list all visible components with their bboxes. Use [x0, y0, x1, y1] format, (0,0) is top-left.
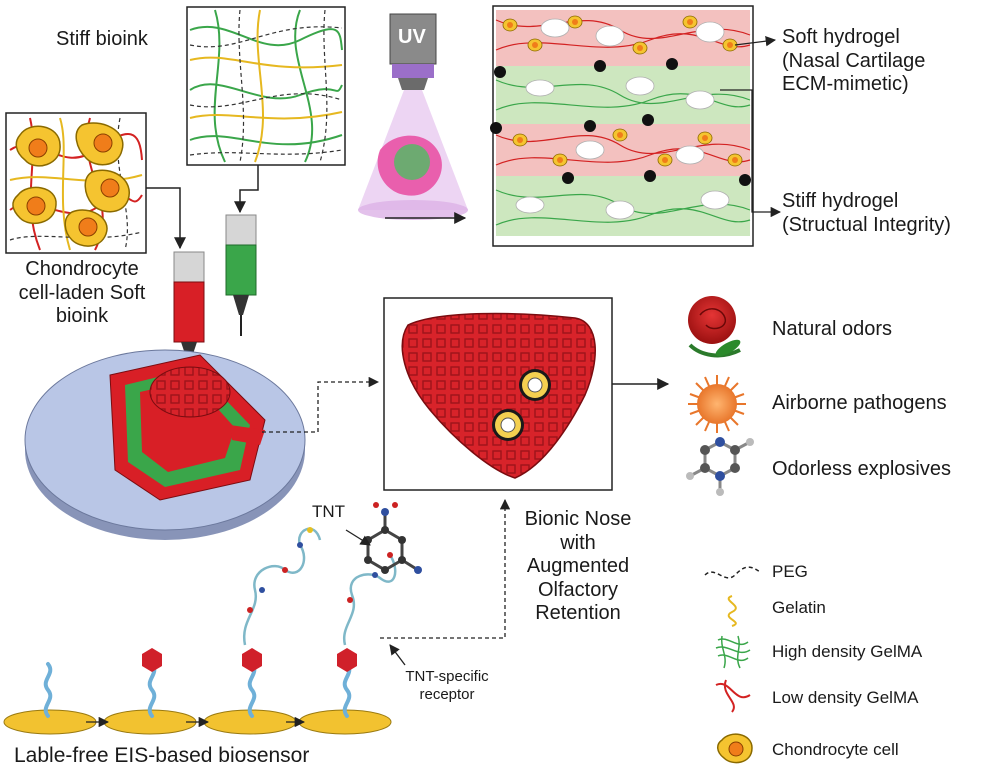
natural-odors-label: Natural odors — [772, 318, 893, 340]
stiff-bioink-label: Stiff bioink — [56, 28, 148, 50]
tnt-receptor-label: TNT-specific receptor — [392, 668, 502, 703]
soft-hydrogel-arrow — [734, 36, 777, 47]
uv-label: UV — [398, 26, 426, 48]
bionic-nose-box — [383, 297, 613, 491]
soft-hydrogel-label-line2: (Nasal Cartilage — [782, 49, 926, 72]
pathogen-icon — [688, 375, 746, 433]
soft-bioink-label: Chondrocyte cell-laden Soft bioink — [2, 258, 162, 329]
legend-label-peg: PEG — [772, 562, 808, 581]
soft-bioink-label-line3: bioink — [55, 305, 109, 328]
receptor-arrow — [389, 644, 406, 666]
stiff-hydrogel-label-line2: (Structual Integrity) — [782, 213, 951, 236]
soft-bioink-inset — [5, 112, 147, 254]
receptor-to-nose-arrow — [380, 498, 511, 639]
soft-hydrogel-label-line1: Soft hydrogel — [782, 26, 900, 48]
tnt-receptor-label-line1: TNT-specific — [405, 668, 489, 685]
stiff-bioink-syringe — [225, 214, 257, 336]
hydrogel-layers — [490, 5, 754, 247]
stiff-hydrogel-label-line1: Stiff hydrogel — [782, 190, 899, 212]
soft-bioink-label-line1: Chondrocyte — [25, 258, 139, 280]
chondrocyte-cells — [12, 122, 131, 247]
soft-hydrogel-label-line3: ECM-mimetic) — [782, 73, 909, 96]
legend-label-chondrocyte-cell: Chondrocyte cell — [772, 740, 899, 759]
bionic-nose-label-line1: Bionic Nose — [524, 508, 632, 530]
tnt-receptor-label-line2: receptor — [419, 685, 475, 703]
legend-icons — [704, 566, 761, 764]
soft-bioink-arrow — [146, 187, 186, 250]
bionic-nose-label-line5: Retention — [535, 602, 621, 625]
electrode-2 — [492, 409, 524, 441]
legend-label-high-density-gelma: High density GelMA — [772, 642, 923, 661]
stiff-hydrogel-arrow — [720, 89, 782, 218]
stiff-hydrogel-label: Stiff hydrogel (Structual Integrity) — [782, 190, 951, 237]
bionic-nose-label-line3: Augmented — [526, 555, 630, 578]
odorless-explosives-label: Odorless explosives — [772, 458, 951, 480]
legend-label-low-density-gelma: Low density GelMA — [772, 688, 919, 707]
biosensor-label: Lable-free EIS-based biosensor — [14, 744, 310, 767]
peg-legend-icon — [704, 566, 761, 579]
bionic-nose-label-line2: with — [560, 531, 596, 554]
low-density-gelma-legend-icon — [715, 679, 751, 713]
biosensor-electrodes — [3, 648, 392, 735]
explosive-molecule-icon — [686, 437, 754, 496]
platform-to-nose-arrow — [262, 376, 380, 433]
high-density-gelma-legend-icon — [715, 635, 751, 669]
chondrocyte-legend-icon — [717, 733, 753, 764]
bionic-nose-label: Bionic Nose with Augmented Olfactory Ret… — [508, 508, 648, 626]
stiff-bioink-arrow — [234, 165, 259, 214]
tnt-arrow — [345, 529, 371, 546]
soft-hydrogel-label: Soft hydrogel (Nasal Cartilage ECM-mimet… — [782, 26, 925, 97]
gelatin-legend-icon — [727, 595, 737, 627]
soft-bioink-label-line2: cell-laden Soft — [18, 281, 146, 304]
uv-lamp — [358, 13, 468, 220]
printing-platform — [24, 349, 306, 540]
stiff-bioink-inset — [186, 6, 346, 166]
peptide-receptor-chain — [242, 527, 397, 646]
bionic-nose-label-line4: Olfactory — [537, 578, 619, 601]
peptide-atoms — [247, 527, 393, 613]
rose-icon — [688, 296, 741, 358]
electrode-1 — [519, 369, 551, 401]
airborne-pathogens-label: Airborne pathogens — [772, 392, 947, 414]
legend-label-gelatin: Gelatin — [772, 598, 826, 617]
tnt-label: TNT — [312, 502, 346, 521]
